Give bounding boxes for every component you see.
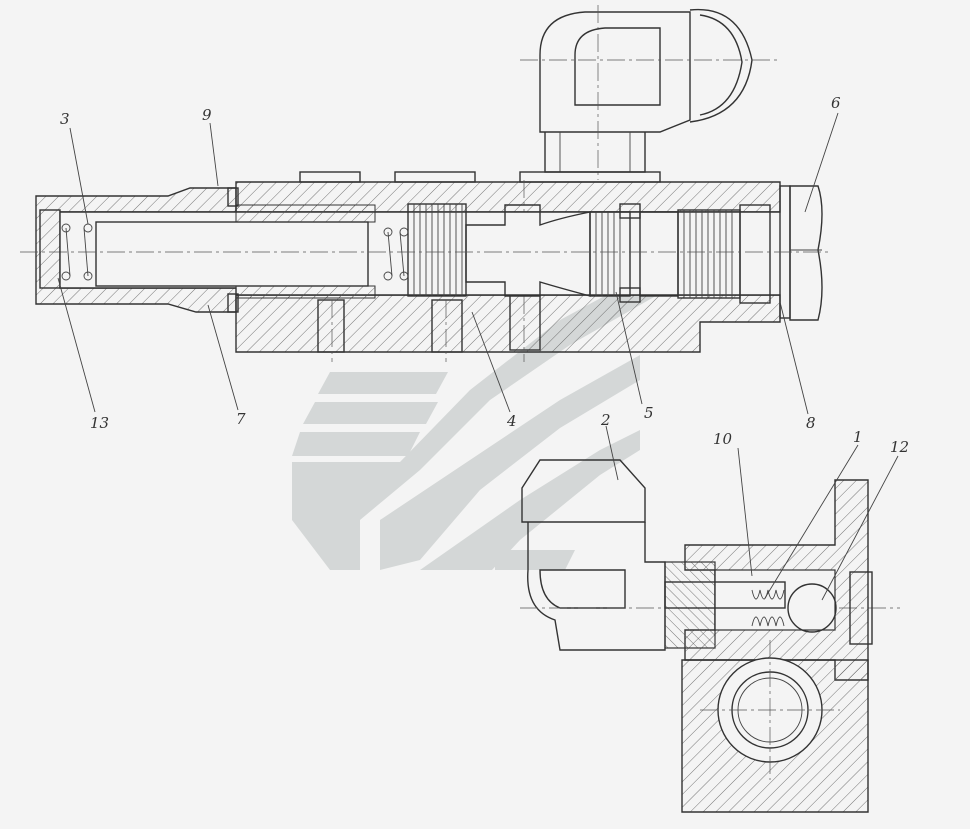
callout-8: 8 xyxy=(806,414,816,432)
leader-lines xyxy=(57,112,899,601)
callout-7: 7 xyxy=(236,410,246,428)
valve-assembly-main xyxy=(20,5,830,362)
valve-body xyxy=(235,171,781,362)
callout-6: 6 xyxy=(831,94,841,112)
elbow-fitting-top xyxy=(520,5,780,180)
callout-5: 5 xyxy=(644,404,654,422)
callout-3: 3 xyxy=(60,110,70,128)
callout-9: 9 xyxy=(202,106,212,124)
callout-4: 4 xyxy=(506,412,517,430)
valve-block xyxy=(664,479,873,813)
spool xyxy=(407,203,771,304)
callout-12: 12 xyxy=(890,438,909,456)
callout-2: 2 xyxy=(600,411,611,429)
spring-housing xyxy=(20,187,830,313)
valve-assembly-lower xyxy=(520,459,900,813)
end-plug xyxy=(779,185,823,321)
callout-1: 1 xyxy=(853,428,863,446)
callout-10: 10 xyxy=(713,430,733,448)
callout-13: 13 xyxy=(90,414,109,432)
